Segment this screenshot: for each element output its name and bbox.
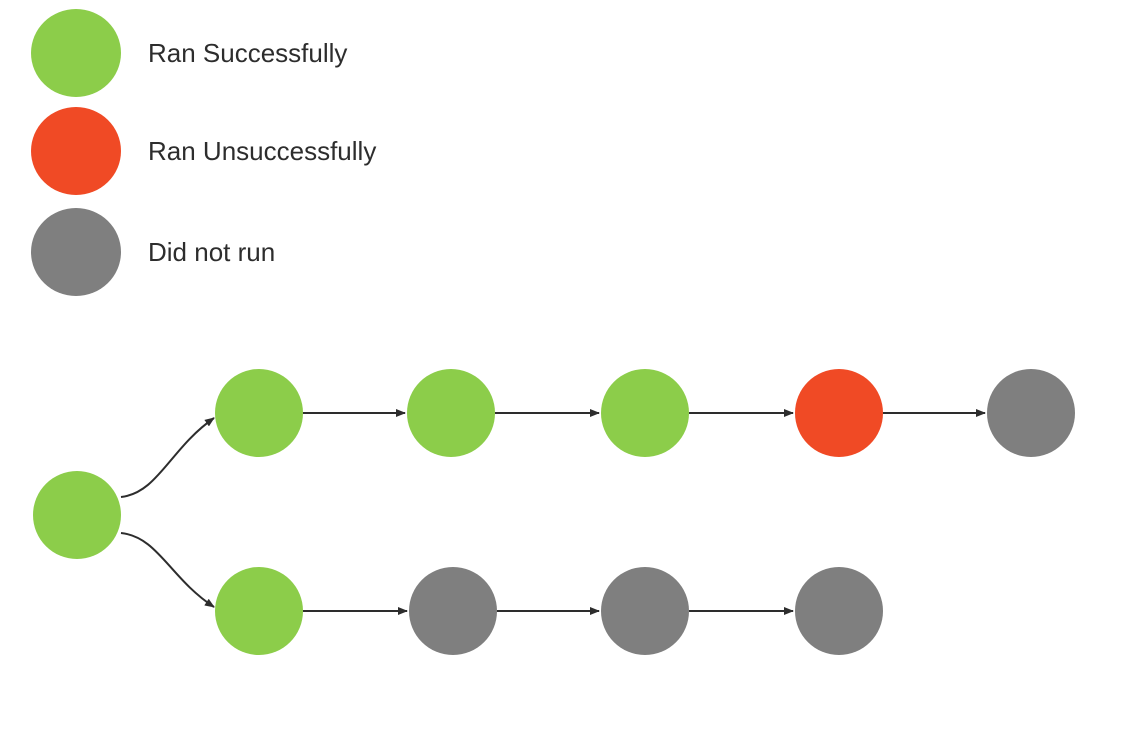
legend-label-failure: Ran Unsuccessfully xyxy=(148,136,377,166)
dag-node-top-1[interactable] xyxy=(215,369,303,457)
edge-root-to-top-1 xyxy=(120,417,215,498)
dag-node-top-5[interactable] xyxy=(987,369,1075,457)
failure-status-circle-icon xyxy=(31,107,121,195)
legend-item-success: Ran Successfully xyxy=(31,8,347,98)
dag-node-top-2[interactable] xyxy=(407,369,495,457)
edge-root-to-bottom-1 xyxy=(120,532,215,608)
dag-nodes xyxy=(33,369,1075,655)
dag-node-bottom-3[interactable] xyxy=(601,567,689,655)
legend-label-not-run: Did not run xyxy=(148,237,276,267)
legend-item-failure: Ran Unsuccessfully xyxy=(31,106,376,196)
dag-node-top-3[interactable] xyxy=(601,369,689,457)
dag-edges xyxy=(120,409,986,615)
status-legend: Ran Successfully Ran Unsuccessfully Did … xyxy=(0,0,480,310)
legend-item-not-run: Did not run xyxy=(31,207,275,297)
dag-node-bottom-2[interactable] xyxy=(409,567,497,655)
dag-node-bottom-1[interactable] xyxy=(215,567,303,655)
dag-node-bottom-4[interactable] xyxy=(795,567,883,655)
not-run-status-circle-icon xyxy=(31,208,121,296)
dag-node-root[interactable] xyxy=(33,471,121,559)
dag-node-top-4[interactable] xyxy=(795,369,883,457)
success-status-circle-icon xyxy=(31,9,121,97)
legend-label-success: Ran Successfully xyxy=(148,38,348,68)
